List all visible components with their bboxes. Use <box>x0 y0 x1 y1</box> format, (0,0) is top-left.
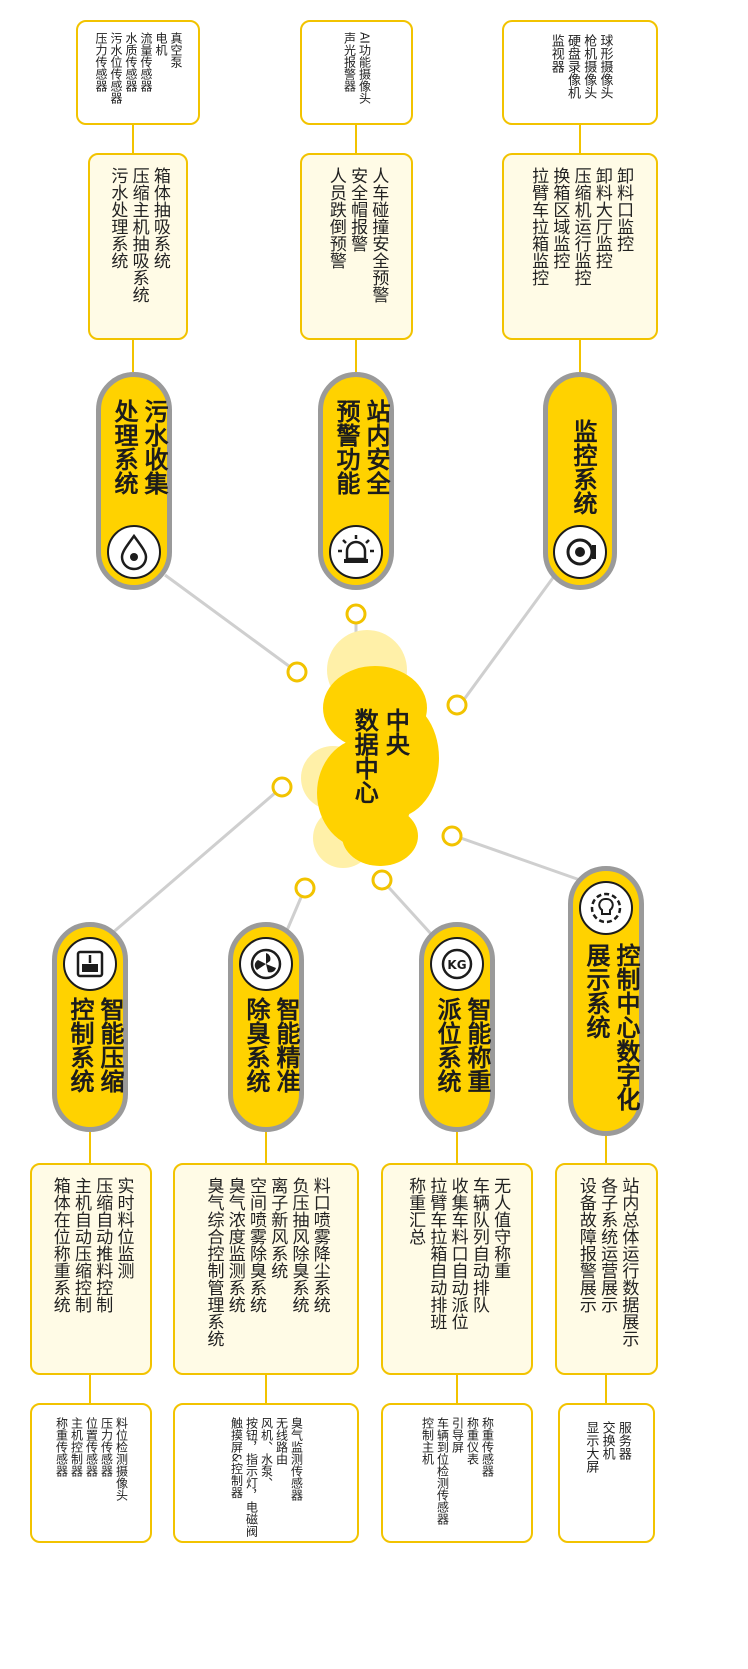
weighing-node[interactable]: KG 智能称重 派位系统 <box>419 922 495 1132</box>
function-item: 箱体抽吸系统 <box>149 167 170 269</box>
monitoring-functions-box: 卸料口监控 卸料大厅监控 压缩机运行监控 换箱区域监控 拉臂车拉箱监控 <box>502 153 658 340</box>
function-item: 压缩机运行监控 <box>570 167 591 286</box>
function-item: 臭气综合控制管理系统 <box>203 1177 224 1347</box>
function-item: 拉臂车拉箱自动排班 <box>426 1177 447 1330</box>
device-item: AI功能摄像头 <box>357 32 372 104</box>
device-item: 交换机 <box>599 1421 615 1460</box>
compression-devices-box: 料位检测摄像头 压力传感器 位置传感器 主机控制器 称重传感器 <box>30 1403 152 1543</box>
control-center-functions-box: 站内总体运行数据展示 各子系统运营展示 设备故障报警展示 <box>555 1163 658 1375</box>
function-item: 压缩主机抽吸系统 <box>128 167 149 303</box>
device-item: 水质传感器 <box>124 32 138 92</box>
function-item: 换箱区域监控 <box>549 167 570 269</box>
device-item: 风机、水泵、 <box>259 1417 274 1489</box>
function-item: 离子新风系统 <box>267 1177 288 1279</box>
device-item: 枪机摄像头 <box>581 34 597 99</box>
device-item: 球形摄像头 <box>597 34 613 99</box>
function-item: 臭气浓度监测系统 <box>224 1177 245 1313</box>
function-item: 卸料口监控 <box>613 167 634 252</box>
device-item: 称重传感器 <box>54 1417 69 1477</box>
control-center-devices-box: 服务器 交换机 显示大屏 <box>558 1403 655 1543</box>
device-item: 硬盘录像机 <box>565 34 580 99</box>
function-item: 污水处理系统 <box>107 167 128 269</box>
device-item: 车辆到位检测传感器 <box>435 1417 450 1525</box>
device-item: 显示大屏 <box>583 1421 599 1473</box>
function-item: 设备故障报警展示 <box>575 1177 596 1313</box>
function-item: 称重汇总 <box>405 1177 426 1245</box>
svg-text:KG: KG <box>447 958 466 972</box>
device-item: 真空泵 <box>169 32 183 68</box>
device-item: 主机控制器 <box>69 1417 84 1477</box>
function-item: 实时料位监测 <box>113 1177 134 1279</box>
device-item: 按钮，指示灯，电磁阀 <box>244 1417 259 1537</box>
water-drop-icon <box>107 525 161 579</box>
function-item: 人车碰撞安全预警 <box>368 167 389 303</box>
deodor-devices-box: 臭气监测传感器 无线路由 风机、水泵、 按钮，指示灯，电磁阀 触摸屏&控制器 <box>173 1403 359 1543</box>
device-item: 位置传感器 <box>84 1417 99 1477</box>
monitoring-devices-box: 球形摄像头 枪机摄像头 硬盘录像机 监视器 <box>502 20 658 125</box>
function-item: 箱体在位称重系统 <box>49 1177 70 1313</box>
sewage-devices-box: 真空泵 电机 流量传感器 水质传感器 污水位传感器 压力传感器 <box>76 20 200 125</box>
device-item: 压力传感器 <box>94 32 108 92</box>
function-item: 压缩自动推料控制 <box>92 1177 113 1313</box>
device-item: 引导屏 <box>450 1417 465 1453</box>
device-item: 服务器 <box>615 1421 631 1460</box>
sewage-node[interactable]: 污水收集 处理系统 <box>96 372 172 590</box>
function-item: 卸料大厅监控 <box>591 167 612 269</box>
function-item: 人员跌倒预警 <box>325 167 346 269</box>
compression-functions-box: 实时料位监测 压缩自动推料控制 主机自动压缩控制 箱体在位称重系统 <box>30 1163 152 1375</box>
device-item: 电机 <box>154 32 168 56</box>
function-item: 收集车料口自动派位 <box>447 1177 468 1330</box>
device-item: 声光报警器 <box>342 32 357 92</box>
sewage-title: 污水收集 处理系统 <box>110 399 168 495</box>
safety-devices-box: AI功能摄像头 声光报警器 <box>300 20 413 125</box>
compression-title: 智能压缩 控制系统 <box>66 997 124 1093</box>
function-item: 空间喷雾除臭系统 <box>246 1177 266 1313</box>
weighing-functions-box: 无人值守称重 车辆队列自动排队 收集车料口自动派位 拉臂车拉箱自动排班 称重汇总 <box>381 1163 533 1375</box>
alarm-light-icon <box>329 525 383 579</box>
device-item: 触摸屏&控制器 <box>229 1417 244 1499</box>
scale-kg-icon: KG <box>430 937 484 991</box>
deodor-title: 智能精准 除臭系统 <box>242 997 300 1093</box>
device-item: 污水位传感器 <box>109 32 123 104</box>
function-item: 料口喷雾降尘系统 <box>309 1177 330 1313</box>
compressor-icon <box>63 937 117 991</box>
function-item: 主机自动压缩控制 <box>71 1177 91 1313</box>
weighing-title: 智能称重 派位系统 <box>433 997 491 1093</box>
monitoring-node[interactable]: 监控系统 <box>543 372 617 590</box>
monitoring-title: 监控系统 <box>569 419 597 515</box>
device-item: 监视器 <box>548 34 564 73</box>
function-item: 安全帽报警 <box>347 167 368 252</box>
center-title: 中央 数据中心 <box>350 708 410 804</box>
function-item: 无人值守称重 <box>490 1177 511 1279</box>
deodor-functions-box: 料口喷雾降尘系统 负压抽风除臭系统 离子新风系统 空间喷雾除臭系统 臭气浓度监测… <box>173 1163 359 1375</box>
safety-title: 站内安全 预警功能 <box>332 399 390 495</box>
device-item: 称重传感器 <box>480 1417 495 1477</box>
device-item: 无线路由 <box>274 1417 289 1465</box>
sewage-functions-box: 箱体抽吸系统 压缩主机抽吸系统 污水处理系统 <box>88 153 188 340</box>
device-item: 料位检测摄像头 <box>114 1417 129 1501</box>
function-item: 车辆队列自动排队 <box>468 1177 489 1313</box>
deodor-node[interactable]: 智能精准 除臭系统 <box>228 922 304 1132</box>
cloud-shape <box>301 630 439 868</box>
function-item: 站内总体运行数据展示 <box>618 1177 639 1347</box>
device-item: 臭气监测传感器 <box>289 1417 304 1501</box>
device-item: 压力传感器 <box>99 1417 114 1477</box>
device-item: 流量传感器 <box>139 32 153 92</box>
function-item: 拉臂车拉箱监控 <box>528 167 549 286</box>
camera-icon <box>553 525 607 579</box>
device-item: 称重仪表 <box>465 1417 480 1465</box>
lightbulb-gear-icon <box>579 881 633 935</box>
function-item: 负压抽风除臭系统 <box>288 1177 309 1313</box>
compression-node[interactable]: 智能压缩 控制系统 <box>52 922 128 1132</box>
device-item: 控制主机 <box>420 1417 435 1465</box>
fan-icon <box>239 937 293 991</box>
control-center-node[interactable]: 控制中心数字化 展示系统 <box>568 866 644 1136</box>
control-center-title: 控制中心数字化 展示系统 <box>582 943 640 1111</box>
safety-node[interactable]: 站内安全 预警功能 <box>318 372 394 590</box>
safety-functions-box: 人车碰撞安全预警 安全帽报警 人员跌倒预警 <box>300 153 413 340</box>
weighing-devices-box: 称重传感器 称重仪表 引导屏 车辆到位检测传感器 控制主机 <box>381 1403 533 1543</box>
function-item: 各子系统运营展示 <box>597 1177 618 1313</box>
